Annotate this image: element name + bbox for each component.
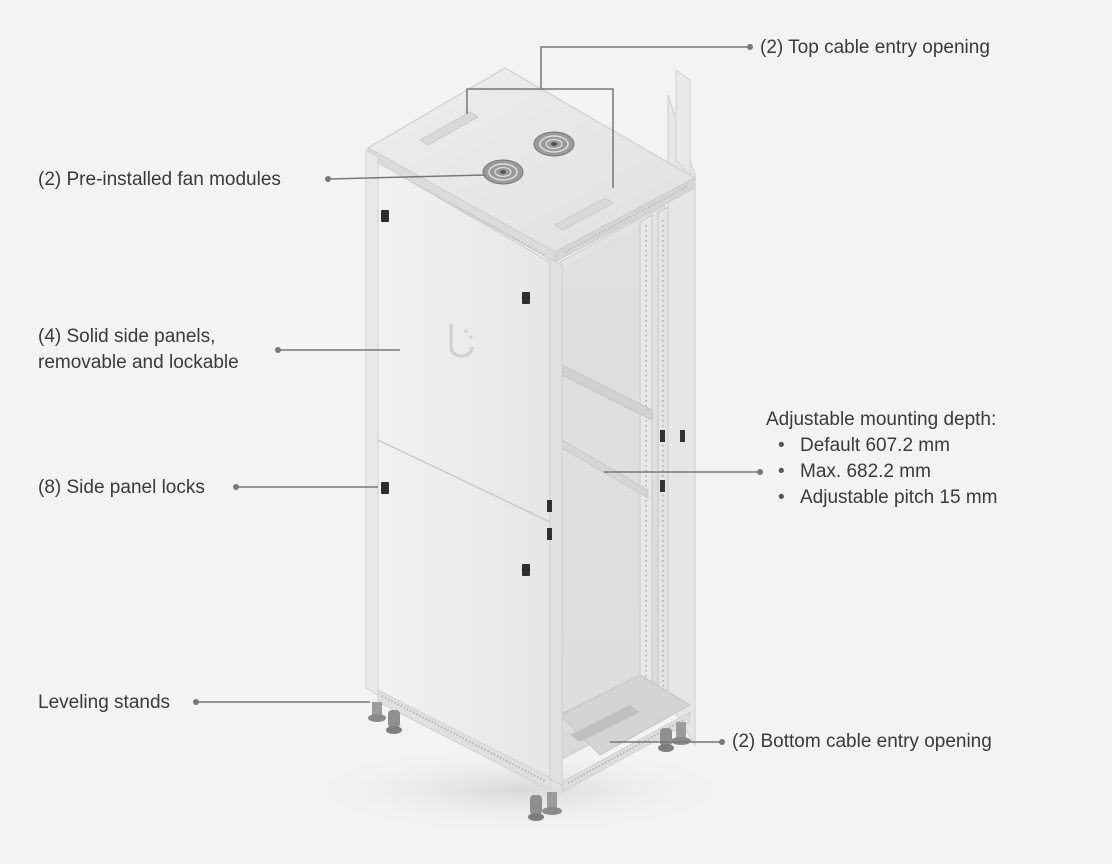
callout-line-fans bbox=[329, 174, 486, 180]
callout-dots bbox=[193, 44, 763, 745]
callout-bottom-cable-entry: (2) Bottom cable entry opening bbox=[732, 731, 992, 752]
rear-door-edge bbox=[675, 69, 691, 177]
mounting-depth-item: Adjustable pitch 15 mm bbox=[766, 485, 998, 511]
bottom-cable-entry bbox=[570, 705, 640, 742]
callout-lines bbox=[198, 46, 758, 743]
side-panel-lock bbox=[522, 564, 530, 576]
caster-wheel bbox=[528, 795, 544, 821]
mounting-depth-item: Default 607.2 mm bbox=[766, 433, 998, 459]
caster-wheel bbox=[386, 710, 402, 734]
side-panel-lock bbox=[522, 292, 530, 304]
callout-side-panel-locks: (8) Side panel locks bbox=[38, 477, 205, 498]
caster-wheel bbox=[658, 728, 674, 752]
callout-line-top-cable bbox=[466, 88, 614, 188]
leveling-stand bbox=[368, 702, 386, 722]
rail-clip bbox=[660, 480, 665, 492]
mounting-depth-item: Max. 682.2 mm bbox=[766, 459, 998, 485]
callout-side-panels-line1: (4) Solid side panels, bbox=[38, 326, 216, 347]
callout-side-panels-line2: removable and lockable bbox=[38, 352, 239, 373]
top-cable-entry-1 bbox=[419, 111, 479, 146]
callout-line-top-cable-stem bbox=[540, 46, 748, 89]
fan-icon bbox=[533, 131, 575, 157]
side-panel-split bbox=[377, 439, 551, 523]
callout-leveling-stands: Leveling stands bbox=[38, 692, 171, 713]
callout-top-cable-entry: (2) Top cable entry opening bbox=[760, 37, 990, 58]
bottom-front-vents bbox=[567, 718, 686, 784]
side-panel bbox=[369, 156, 551, 781]
mounting-depth-title: Adjustable mounting depth: bbox=[766, 409, 997, 430]
fan-icon bbox=[482, 159, 524, 185]
top-cable-entry-2 bbox=[554, 197, 614, 231]
callout-mounting-depth: Adjustable mounting depth: Default 607.2… bbox=[766, 407, 998, 511]
top-side-vent-slots bbox=[564, 185, 689, 253]
side-panel-lock bbox=[381, 482, 389, 494]
side-panel-lock bbox=[547, 528, 552, 540]
rail-clip bbox=[660, 430, 665, 442]
leveling-stand bbox=[542, 792, 562, 815]
interior-rear-wall bbox=[562, 226, 640, 735]
brand-logo-icon bbox=[449, 323, 474, 358]
bottom-plinth bbox=[377, 689, 551, 791]
side-panel-lock bbox=[547, 500, 552, 512]
leveling-stand bbox=[671, 722, 691, 745]
rail-clip bbox=[680, 430, 685, 442]
side-frame-edge bbox=[365, 149, 379, 696]
bottom-front-plinth bbox=[561, 711, 691, 793]
callout-fan-modules: (2) Pre-installed fan modules bbox=[38, 169, 281, 190]
mounting-depth-list: Default 607.2 mm Max. 682.2 mm Adjustabl… bbox=[766, 433, 998, 511]
callout-side-panels: (4) Solid side panels, removable and loc… bbox=[38, 324, 239, 376]
floor-shadow bbox=[300, 745, 740, 835]
side-panel-lock bbox=[381, 210, 389, 222]
bottom-vent-slots bbox=[381, 695, 546, 782]
